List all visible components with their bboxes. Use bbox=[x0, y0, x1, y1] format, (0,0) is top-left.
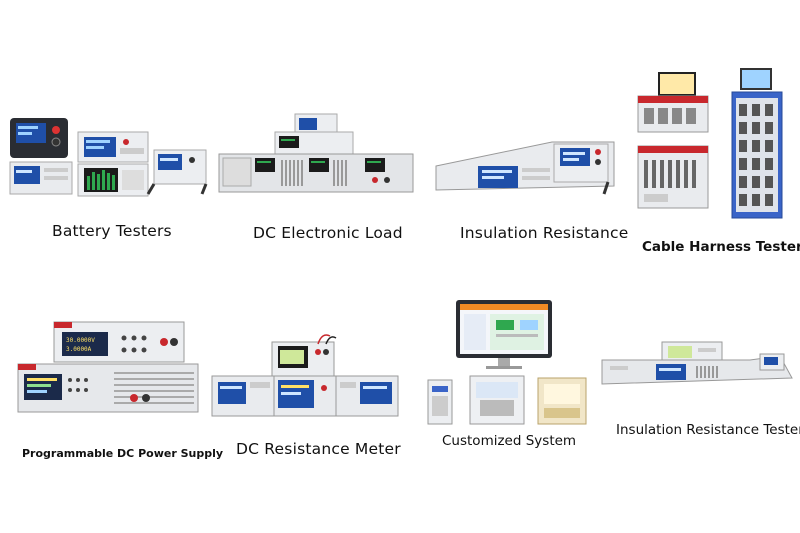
product-label: Battery Testers bbox=[52, 222, 172, 240]
dc-resistance-meter-image bbox=[211, 334, 399, 417]
cable-harness-tester-image bbox=[637, 68, 783, 219]
battery-tester-image bbox=[9, 118, 208, 197]
customized-system-image bbox=[427, 300, 587, 425]
product-label: DC Electronic Load bbox=[253, 224, 403, 242]
product-label: Insulation Resistance bbox=[460, 224, 629, 242]
product-battery-testers[interactable]: Battery Testers bbox=[8, 110, 208, 240]
insulation-resistance-image bbox=[435, 141, 615, 195]
product-label: Cable Harness Tester bbox=[642, 239, 800, 255]
product-dc-resistance-meter[interactable]: DC Resistance Meter bbox=[210, 330, 401, 458]
dc-electronic-load-image bbox=[218, 113, 414, 193]
product-programmable-dc-power-supply[interactable]: 30.0000V 3.0000A Programmable DC Power S… bbox=[14, 318, 223, 460]
readout-line2: 3.0000A bbox=[66, 346, 92, 353]
dc-power-supply-image: 30.0000V 3.0000A bbox=[17, 321, 199, 413]
product-dc-electronic-load[interactable]: DC Electronic Load bbox=[215, 110, 415, 242]
product-label: Insulation Resistance Tester bbox=[616, 422, 800, 438]
product-customized-system[interactable]: Customized System bbox=[420, 296, 600, 449]
insulation-resistance-tester-image bbox=[601, 341, 793, 385]
product-cable-harness-tester[interactable]: Cable Harness Tester bbox=[632, 64, 800, 255]
product-label: DC Resistance Meter bbox=[236, 440, 401, 458]
readout-line1: 30.0000V bbox=[66, 337, 95, 344]
product-label: Programmable DC Power Supply bbox=[22, 447, 224, 460]
product-label: Customized System bbox=[442, 433, 577, 449]
product-insulation-resistance-tester[interactable]: Insulation Resistance Tester bbox=[600, 338, 800, 438]
product-insulation-resistance[interactable]: Insulation Resistance bbox=[432, 130, 628, 242]
